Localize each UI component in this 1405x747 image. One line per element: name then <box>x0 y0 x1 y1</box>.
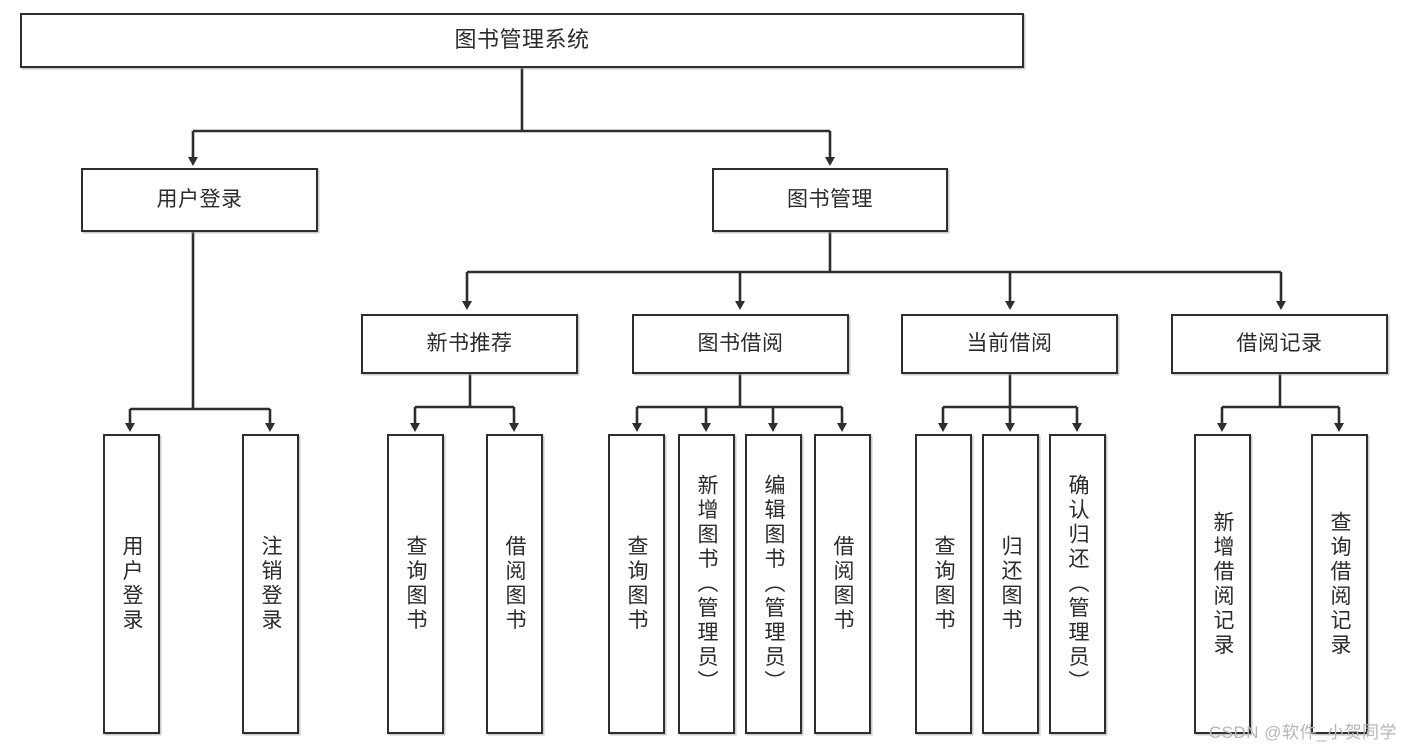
node-book-manage[interactable]: 图书管理 <box>712 168 948 232</box>
node-label: 当前借阅 <box>966 332 1053 356</box>
node-leaf-user-login[interactable]: 用户登录 <box>103 434 160 734</box>
node-label: 归还图书 <box>999 535 1022 633</box>
node-leaf-edit-book[interactable]: 编辑图书（管理员） <box>745 434 802 734</box>
node-borrow-record[interactable]: 借阅记录 <box>1171 314 1388 374</box>
node-label: 新增借阅记录 <box>1211 510 1234 658</box>
node-leaf-borrow-book-2[interactable]: 借阅图书 <box>814 434 871 734</box>
node-label: 用户登录 <box>156 188 243 212</box>
node-leaf-return-book[interactable]: 归还图书 <box>982 434 1039 734</box>
node-leaf-query-book-3[interactable]: 查询图书 <box>915 434 972 734</box>
node-current-borrow[interactable]: 当前借阅 <box>901 314 1118 374</box>
node-label: 查询图书 <box>404 535 427 633</box>
node-label: 查询图书 <box>625 535 648 633</box>
node-label: 借阅记录 <box>1236 332 1323 356</box>
node-leaf-confirm-return[interactable]: 确认归还（管理员） <box>1049 434 1106 734</box>
node-user-login[interactable]: 用户登录 <box>81 168 318 232</box>
node-label: 借阅图书 <box>831 535 854 633</box>
node-label: 新增图书（管理员） <box>695 473 718 695</box>
node-label: 图书借阅 <box>697 332 784 356</box>
node-leaf-query-record[interactable]: 查询借阅记录 <box>1311 434 1368 734</box>
node-label: 查询借阅记录 <box>1328 510 1351 658</box>
node-leaf-add-record[interactable]: 新增借阅记录 <box>1194 434 1251 734</box>
node-label: 新书推荐 <box>426 332 513 356</box>
node-leaf-add-book[interactable]: 新增图书（管理员） <box>678 434 735 734</box>
node-label: 编辑图书（管理员） <box>762 473 785 695</box>
node-leaf-logout-login[interactable]: 注销登录 <box>242 434 299 734</box>
node-label: 注销登录 <box>259 535 282 633</box>
watermark-credit: CSDN @软件_小贺同学 <box>1208 723 1397 742</box>
node-label: 用户登录 <box>120 535 143 633</box>
node-leaf-borrow-book-1[interactable]: 借阅图书 <box>486 434 543 734</box>
node-label: 确认归还（管理员） <box>1066 473 1089 695</box>
node-label: 图书管理 <box>787 188 873 212</box>
node-label: 借阅图书 <box>503 535 526 633</box>
node-label: 图书管理系统 <box>454 27 590 53</box>
node-root-system[interactable]: 图书管理系统 <box>20 13 1024 68</box>
node-book-borrow[interactable]: 图书借阅 <box>632 314 849 374</box>
node-new-book-recommend[interactable]: 新书推荐 <box>361 314 578 374</box>
node-leaf-query-book-2[interactable]: 查询图书 <box>608 434 665 734</box>
node-leaf-query-book-1[interactable]: 查询图书 <box>387 434 444 734</box>
node-label: 查询图书 <box>932 535 955 633</box>
